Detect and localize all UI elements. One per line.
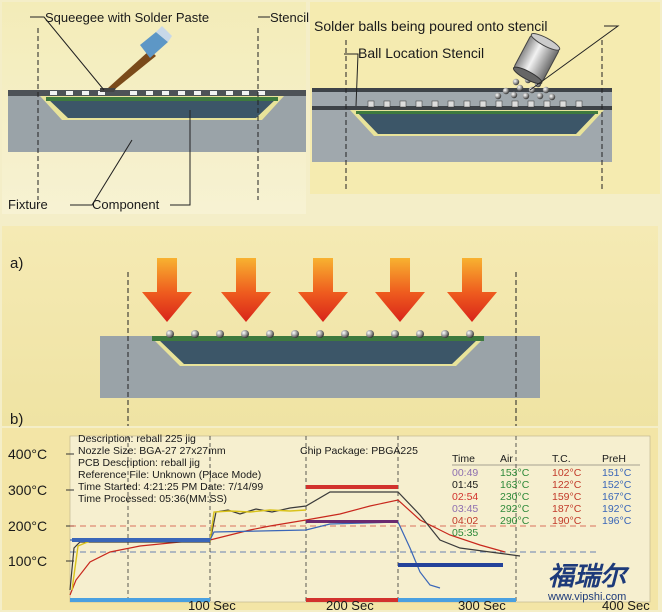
info-block: Description: reball 225 jig Nozzle Size:… bbox=[78, 433, 418, 505]
table-cell-tc-4: 190°C bbox=[552, 515, 582, 527]
curve-yellow bbox=[71, 509, 307, 591]
panel-b: b) 400°C 300°C 200°C 100°C bbox=[2, 411, 658, 612]
seg-red-300 bbox=[306, 485, 398, 489]
watermark-logo: 福瑞尔 bbox=[548, 562, 630, 592]
x-bar-phase-4 bbox=[398, 598, 516, 602]
table-cell-time-1: 01:45 bbox=[452, 479, 478, 491]
x-tick-100: 100 Sec bbox=[188, 598, 236, 612]
table-cell-tc-3: 187°C bbox=[552, 503, 582, 515]
seg-purple-200 bbox=[306, 520, 398, 523]
y-tick-400: 400°C bbox=[8, 446, 47, 462]
leader-balls bbox=[529, 25, 620, 91]
temperature-table: Time Air T.C. PreH 00:49 153°C 102°C 151°C 0… bbox=[452, 453, 640, 539]
component-substrate bbox=[46, 97, 278, 101]
table-cell-time-2: 02:54 bbox=[452, 491, 478, 503]
table-cell-preh-2: 167°C bbox=[602, 491, 632, 503]
substrate-right bbox=[356, 111, 598, 114]
info-time-started: Time Started: 4:21:25 PM Date: 7/14/99 bbox=[78, 481, 263, 493]
stencil-apertures bbox=[50, 91, 265, 95]
table-cell-time-4: 04:02 bbox=[452, 515, 478, 527]
heat-arrow-4 bbox=[375, 258, 425, 322]
table-cell-time-0: 00:49 bbox=[452, 467, 478, 479]
plot-area bbox=[69, 435, 651, 603]
table-cell-preh-0: 151°C bbox=[602, 467, 632, 479]
table-cell-tc-2: 159°C bbox=[552, 491, 582, 503]
ball-container bbox=[512, 33, 561, 85]
curve-tc bbox=[69, 499, 506, 596]
heat-arrow-5 bbox=[447, 258, 497, 322]
solder-balls-row bbox=[166, 330, 474, 338]
table-header-air: Air bbox=[500, 453, 513, 465]
table-cell-air-2: 230°C bbox=[500, 491, 530, 503]
table-header-tc: T.C. bbox=[552, 453, 571, 465]
heat-arrow-3 bbox=[298, 258, 348, 322]
info-reference: Reference File: Unknown (Place Mode) bbox=[78, 469, 261, 481]
leader-ball-stencil bbox=[344, 53, 359, 107]
table-cell-air-4: 290°C bbox=[500, 515, 530, 527]
svg-text:福瑞尔: 福瑞尔 bbox=[548, 562, 630, 592]
seg-blue-1 bbox=[72, 538, 210, 542]
heat-arrows bbox=[142, 258, 497, 322]
watermark-url: www.vipshi.com bbox=[547, 591, 626, 603]
stencil-holes-right bbox=[367, 100, 583, 108]
table-cell-air-1: 163°C bbox=[500, 479, 530, 491]
info-nozzle: Nozzle Size: BGA-27 27x27mm bbox=[78, 445, 226, 457]
label-balls-poured: Solder balls being poured onto stencil bbox=[314, 18, 548, 34]
table-cell-time-5: 05:35 bbox=[452, 527, 478, 539]
stencil-top-right bbox=[312, 88, 612, 92]
label-ball-location-stencil: Ball Location Stencil bbox=[358, 45, 484, 61]
leader-fixture bbox=[70, 139, 133, 206]
y-tick-300: 300°C bbox=[8, 482, 47, 498]
component-shape bbox=[46, 97, 278, 118]
info-pcb: PCB Description: reball jig bbox=[78, 457, 200, 469]
ball-stencil-plate bbox=[312, 106, 612, 110]
x-bar-phase-3 bbox=[306, 598, 398, 602]
seg-blue-low bbox=[398, 563, 503, 567]
table-cell-preh-3: 192°C bbox=[602, 503, 632, 515]
table-header-time: Time bbox=[452, 453, 475, 465]
table-cell-tc-1: 122°C bbox=[552, 479, 582, 491]
table-cell-preh-1: 152°C bbox=[602, 479, 632, 491]
substrate-a bbox=[152, 336, 484, 341]
y-tick-100: 100°C bbox=[8, 553, 47, 569]
leader-component bbox=[170, 110, 191, 206]
label-squeegee: Squeegee with Solder Paste bbox=[45, 10, 209, 25]
x-tick-400: 400 Sec bbox=[602, 598, 650, 612]
label-stencil: Stencil bbox=[270, 10, 309, 25]
info-chip-package: Chip Package: PBGA225 bbox=[300, 445, 418, 457]
label-component: Component bbox=[92, 197, 160, 212]
top-right-panel: Solder balls being poured onto stencil B… bbox=[310, 2, 660, 194]
x-tick-300: 300 Sec bbox=[458, 598, 506, 612]
info-description: Description: reball 225 jig bbox=[78, 433, 196, 445]
table-cell-air-0: 153°C bbox=[500, 467, 530, 479]
x-bar-phase-1 bbox=[70, 598, 210, 602]
leader-squeegee bbox=[30, 16, 105, 91]
stencil-strip bbox=[8, 90, 306, 96]
x-tick-200: 200 Sec bbox=[326, 598, 374, 612]
heat-arrow-1 bbox=[142, 258, 192, 322]
label-fixture: Fixture bbox=[8, 197, 48, 212]
table-cell-time-3: 03:45 bbox=[452, 503, 478, 515]
info-time-processed: Time Processed: 05:36(MM:SS) bbox=[78, 493, 227, 505]
panel-b-letter: b) bbox=[10, 411, 23, 428]
table-cell-tc-0: 102°C bbox=[552, 467, 582, 479]
heat-arrow-2 bbox=[221, 258, 271, 322]
panel-a-letter: a) bbox=[10, 255, 23, 272]
component-right bbox=[356, 111, 598, 134]
table-cell-preh-4: 196°C bbox=[602, 515, 632, 527]
table-header-preh: PreH bbox=[602, 453, 626, 465]
panel-a: a) bbox=[2, 226, 658, 426]
squeegee bbox=[100, 26, 172, 92]
component-a bbox=[158, 339, 478, 364]
y-tick-200: 200°C bbox=[8, 518, 47, 534]
top-left-panel: Squeegee with Solder Paste Stencil Fixtu… bbox=[2, 2, 309, 214]
table-cell-air-3: 292°C bbox=[500, 503, 530, 515]
